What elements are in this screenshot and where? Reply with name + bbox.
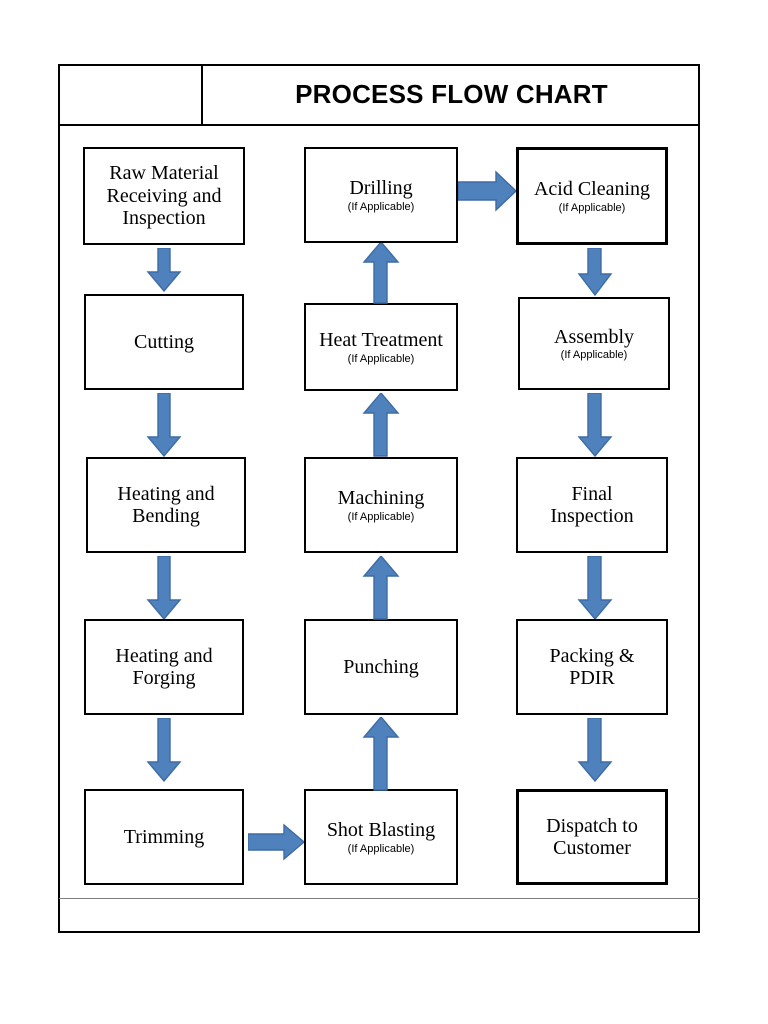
arrow-cutting-to-heating-and-bending (146, 393, 182, 457)
node-subtitle: (If Applicable) (347, 510, 415, 523)
node-subtitle: (If Applicable) (347, 352, 415, 365)
node-shot-blasting[interactable]: Shot Blasting (If Applicable) (304, 789, 458, 885)
arrow-punching-to-machining (362, 556, 400, 620)
node-title-line1: Raw Material (109, 162, 219, 185)
node-punching[interactable]: Punching (304, 619, 458, 715)
arrow-packing-and-pdir-to-dispatch-to-customer (576, 718, 614, 782)
node-raw-material-receiving-and-inspection[interactable]: Raw Material Receiving and Inspection (83, 147, 245, 245)
node-title-line1: Machining (337, 487, 425, 510)
node-title-line1: Cutting (133, 330, 194, 353)
node-acid-cleaning[interactable]: Acid Cleaning (If Applicable) (516, 147, 668, 245)
arrow-acid-cleaning-to-assembly (576, 248, 614, 296)
node-title-line1: Heating and (115, 644, 213, 667)
node-title-line1: Dispatch to (546, 814, 638, 837)
node-heating-and-forging[interactable]: Heating and Forging (84, 619, 244, 715)
chart-header-row: PROCESS FLOW CHART (58, 64, 700, 126)
node-packing-and-pdir[interactable]: Packing & PDIR (516, 619, 668, 715)
node-title-line2: Forging (132, 667, 196, 689)
node-title-line1: Drilling (349, 177, 413, 200)
node-title-line1: Heating and (117, 482, 215, 505)
page-title: PROCESS FLOW CHART (295, 78, 608, 109)
node-title-line1: Assembly (554, 325, 634, 348)
arrow-final-inspection-to-packing-and-pdir (576, 556, 614, 620)
arrow-heating-and-forging-to-trimming (146, 718, 182, 782)
node-cutting[interactable]: Cutting (84, 294, 244, 390)
node-heating-and-bending[interactable]: Heating and Bending (86, 457, 246, 553)
node-title-line1: Acid Cleaning (533, 178, 651, 201)
node-title-line2: Inspection (550, 505, 634, 527)
node-subtitle: (If Applicable) (560, 349, 628, 362)
node-subtitle: (If Applicable) (347, 842, 415, 855)
arrow-heat-treatment-to-drilling (362, 242, 400, 304)
node-title-line1: Packing & (549, 644, 635, 667)
node-subtitle: (If Applicable) (558, 201, 626, 214)
arrow-shot-blasting-to-punching (362, 717, 400, 791)
node-final-inspection[interactable]: Final Inspection (516, 457, 668, 553)
footer-divider (59, 898, 699, 899)
node-machining[interactable]: Machining (If Applicable) (304, 457, 458, 553)
node-title-line1: Trimming (123, 825, 205, 848)
header-logo-cell (58, 64, 203, 124)
arrow-machining-to-heat-treatment (362, 393, 400, 457)
node-dispatch-to-customer[interactable]: Dispatch to Customer (516, 789, 668, 885)
node-title-line3: Inspection (122, 207, 206, 230)
node-title-line1: Punching (343, 655, 419, 678)
arrow-assembly-to-final-inspection (576, 393, 614, 457)
node-subtitle: (If Applicable) (347, 200, 415, 213)
node-heat-treatment[interactable]: Heat Treatment (If Applicable) (304, 303, 458, 391)
node-assembly[interactable]: Assembly (If Applicable) (518, 297, 670, 390)
header-title-cell: PROCESS FLOW CHART (203, 64, 700, 124)
arrow-drilling-to-acid-cleaning (458, 170, 518, 212)
node-title-line1: Shot Blasting (326, 819, 436, 842)
node-title-line2: Receiving and (106, 184, 222, 207)
arrow-raw-material-to-cutting (146, 248, 182, 292)
node-title-line2: Customer (553, 837, 631, 859)
node-drilling[interactable]: Drilling (If Applicable) (304, 147, 458, 243)
arrow-heating-and-bending-to-heating-and-forging (146, 556, 182, 620)
arrow-trimming-to-shot-blasting (248, 823, 306, 861)
node-title-line1: Final (571, 482, 613, 505)
node-trimming[interactable]: Trimming (84, 789, 244, 885)
node-title-line1: Heat Treatment (319, 329, 443, 352)
node-title-line2: Bending (132, 505, 200, 527)
node-title-line2: PDIR (569, 667, 615, 689)
